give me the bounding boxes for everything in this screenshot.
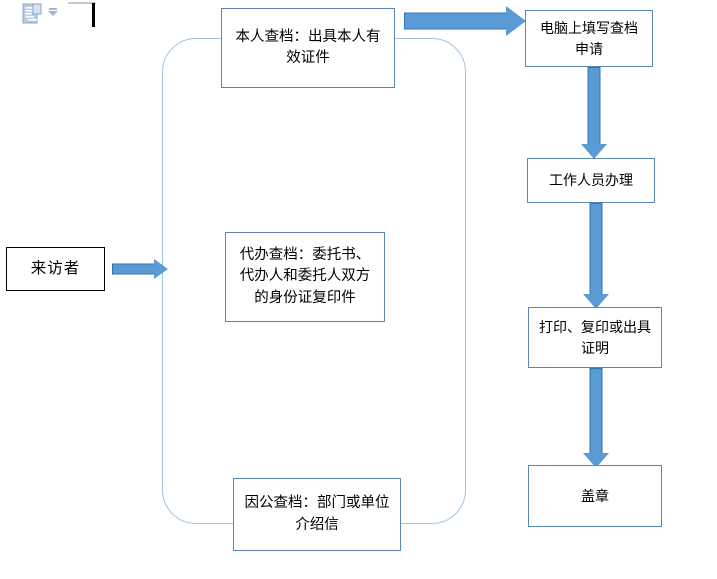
paste-document-icon[interactable]: [22, 3, 42, 27]
paste-dropdown-stem: [49, 8, 57, 10]
arrow-staff-to-print: [583, 203, 609, 309]
arrow-shaft: [589, 368, 603, 454]
arrow-print-to-stamp: [583, 368, 609, 468]
arrow-head: [154, 259, 168, 279]
arrow-head: [581, 144, 607, 159]
node-official-inquiry[interactable]: 因公查档：部门或单位介绍信: [233, 478, 401, 551]
arrow-visitor-to-group: [112, 258, 168, 280]
arrow-apply-to-staff: [581, 67, 607, 159]
arrow-shaft: [404, 12, 507, 30]
arrow-shaft: [587, 67, 601, 145]
node-agent-inquiry[interactable]: 代办查档：委托书、代办人和委托人双方的身份证复印件: [225, 232, 385, 322]
node-visitor[interactable]: 来访者: [6, 247, 105, 291]
arrow-head: [583, 294, 609, 309]
node-stamp[interactable]: 盖章: [528, 465, 662, 527]
node-apply-online[interactable]: 电脑上填写查档申请: [525, 10, 653, 67]
caret-top-rule: [68, 2, 96, 4]
node-self-inquiry[interactable]: 本人查档：出具本人有效证件: [221, 8, 395, 88]
arrow-head: [583, 453, 609, 468]
chevron-down-icon[interactable]: [48, 11, 58, 16]
arrow-shaft: [589, 203, 603, 295]
arrow-shaft: [112, 263, 156, 275]
node-print-copy[interactable]: 打印、复印或出具证明: [528, 307, 662, 368]
arrow-head: [506, 6, 526, 36]
node-staff-process[interactable]: 工作人员办理: [527, 158, 655, 203]
text-cursor: [92, 3, 95, 27]
arrow-group-to-apply: [404, 5, 526, 37]
